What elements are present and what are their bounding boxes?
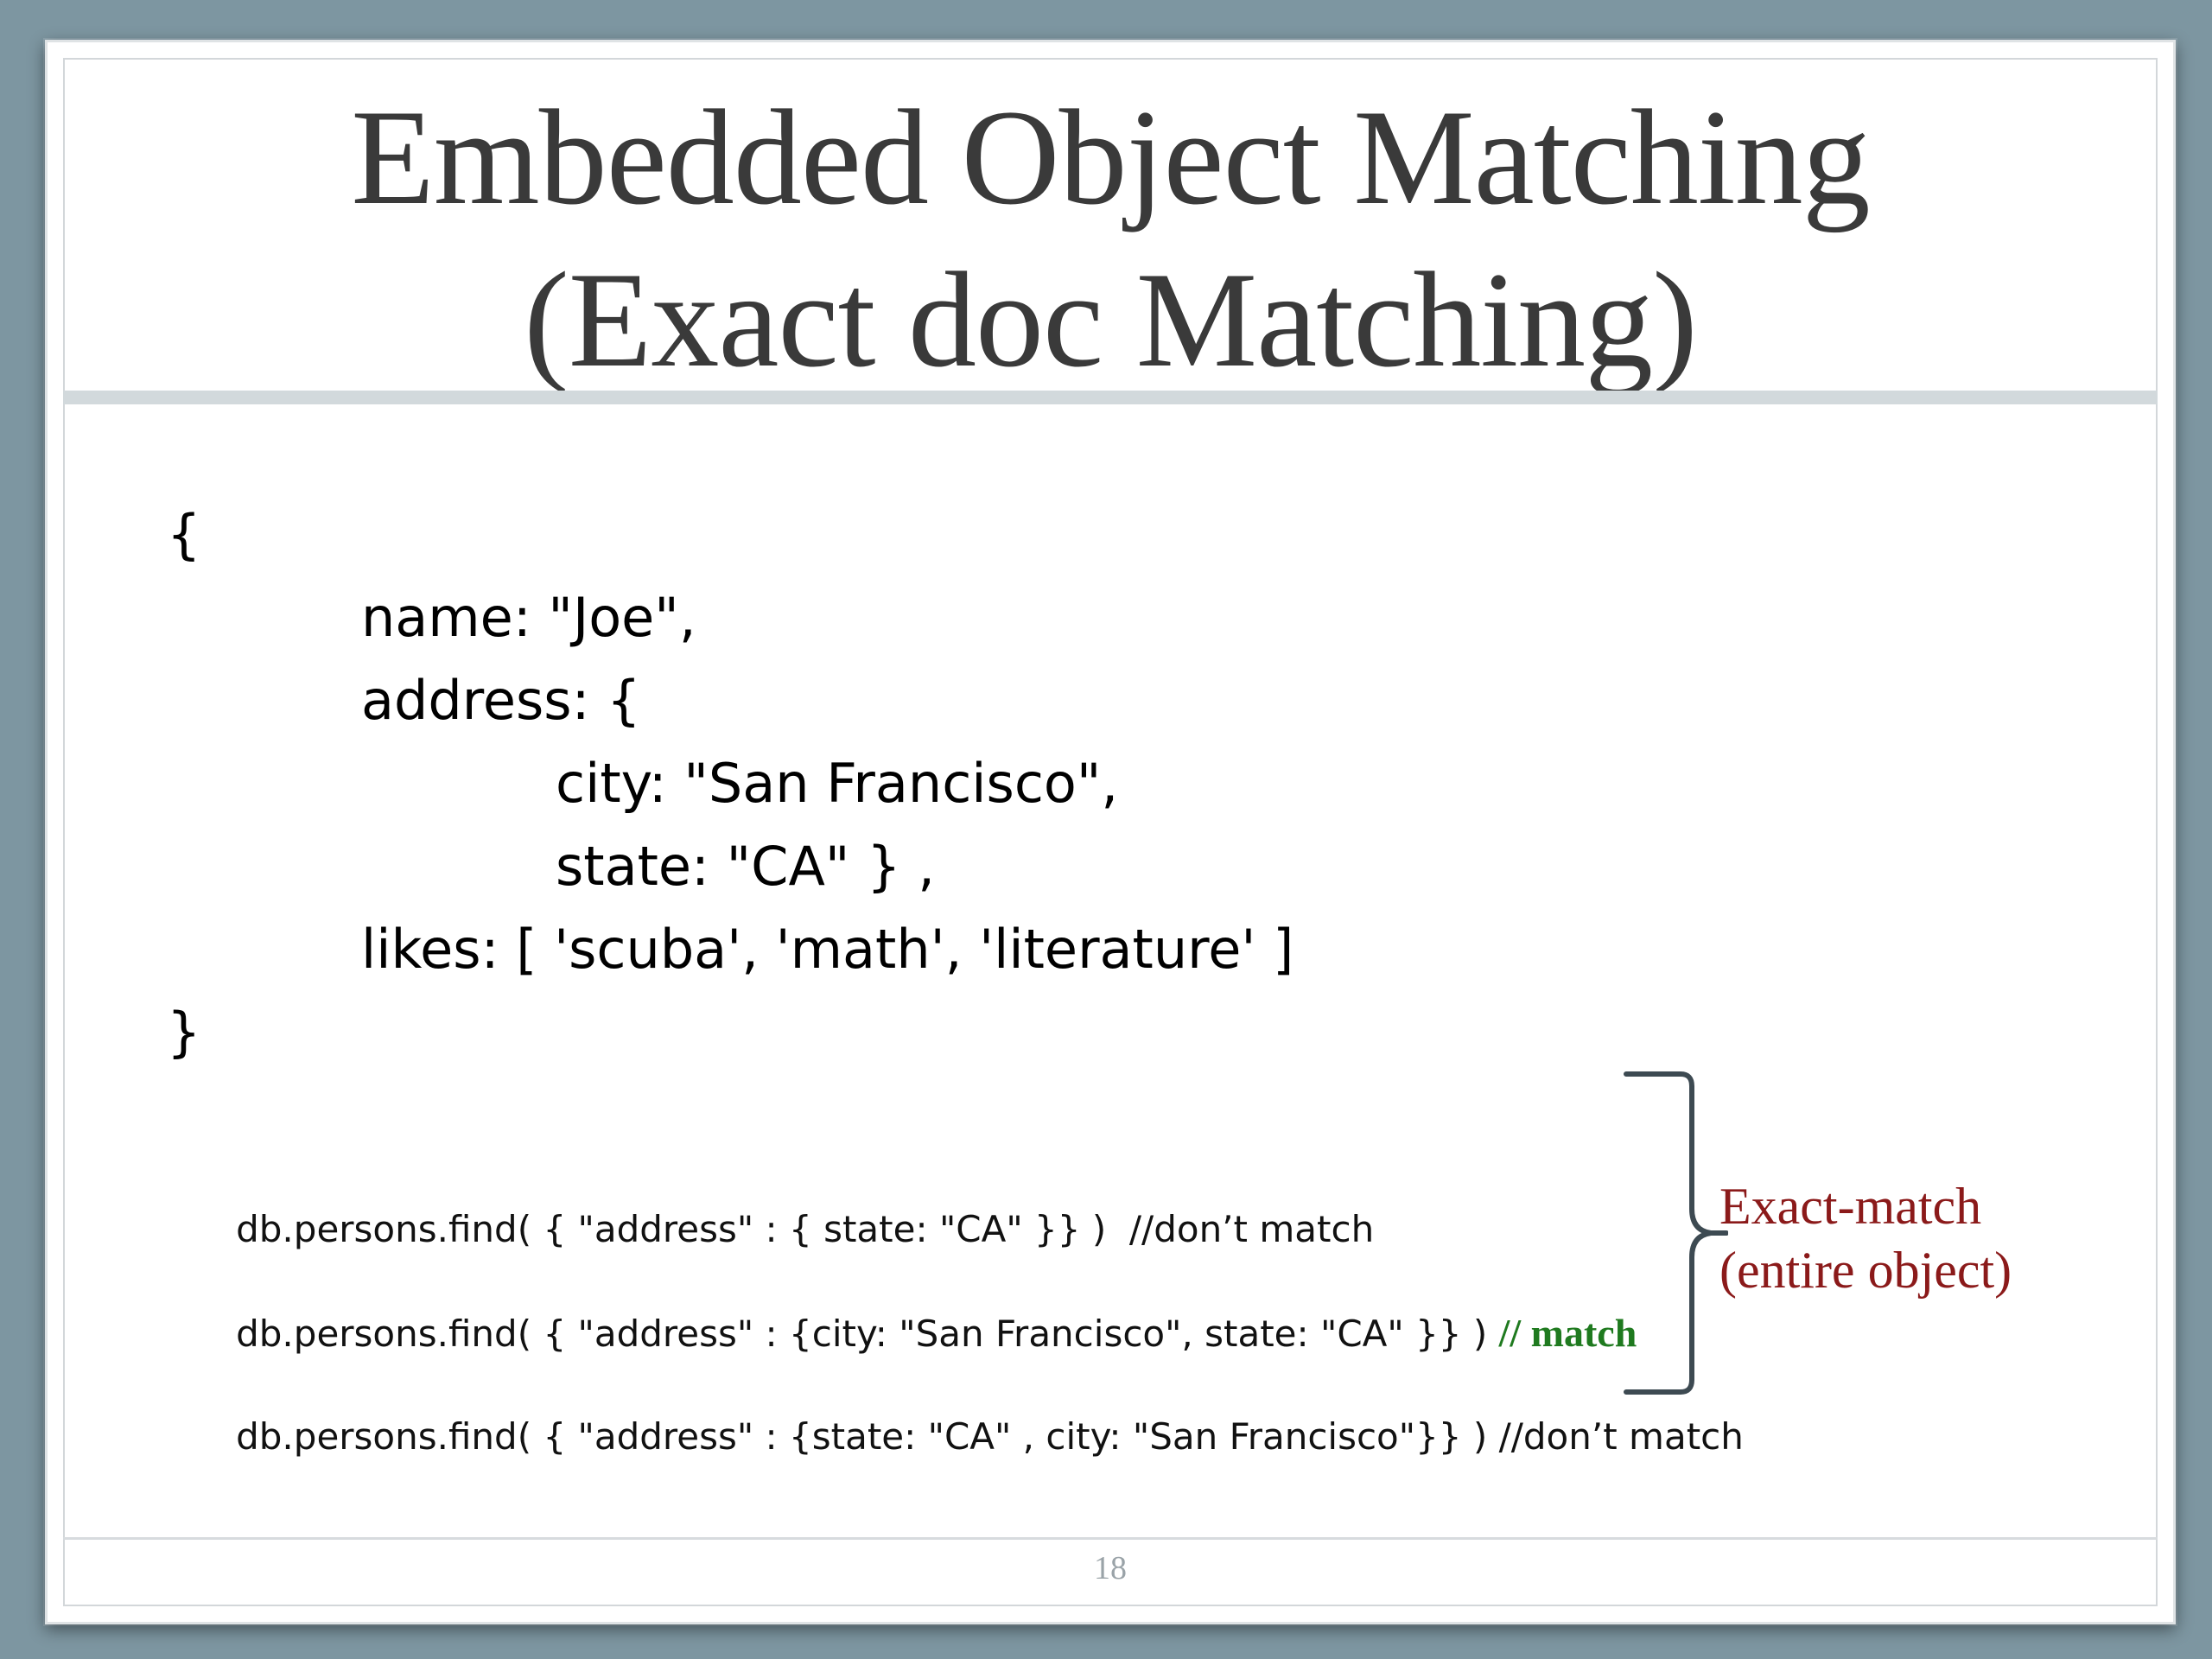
- query-line: db.persons.find( { "address" : {city: "S…: [167, 1261, 1637, 1407]
- query-code: db.persons.find( { "address" : {state: "…: [236, 1415, 1744, 1458]
- right-curly-brace-icon: [1624, 1071, 1728, 1395]
- slide-title-line-2: (Exact doc Matching): [524, 245, 1698, 396]
- footer-divider: [63, 1537, 2158, 1540]
- json-line-likes: likes: [ 'scuba', 'math', 'literature' ]: [361, 918, 1294, 981]
- slide-title: Embedded Object Matching (Exact doc Matc…: [48, 77, 2173, 402]
- json-line-address: address: {: [361, 669, 641, 732]
- query-code: db.persons.find( { "address" : {city: "S…: [236, 1313, 1499, 1355]
- json-line-name: name: "Joe",: [361, 586, 696, 649]
- query-line: db.persons.find( { "address" : { state: …: [167, 1157, 1374, 1302]
- slide-inner-border: [63, 58, 2158, 1606]
- page-number: 18: [1094, 1550, 1127, 1586]
- json-line-city: city: "San Francisco",: [556, 752, 1119, 815]
- json-line-state: state: "CA" } ,: [556, 835, 935, 898]
- annotation-line-2: (entire object): [1719, 1242, 2012, 1299]
- query-code: db.persons.find( { "address" : { state: …: [236, 1208, 1375, 1250]
- exact-match-annotation: Exact-match (entire object): [1719, 1174, 2012, 1302]
- title-divider: [63, 391, 2158, 404]
- slide: Embedded Object Matching (Exact doc Matc…: [45, 40, 2176, 1624]
- annotation-line-1: Exact-match: [1719, 1178, 1982, 1235]
- query-match-comment: // match: [1498, 1311, 1637, 1355]
- query-line: db.persons.find( { "address" : {state: "…: [167, 1364, 1744, 1510]
- slide-title-line-1: Embedded Object Matching: [351, 82, 1870, 233]
- json-line-close-brace: }: [167, 1001, 201, 1064]
- json-line-open-brace: {: [167, 503, 201, 566]
